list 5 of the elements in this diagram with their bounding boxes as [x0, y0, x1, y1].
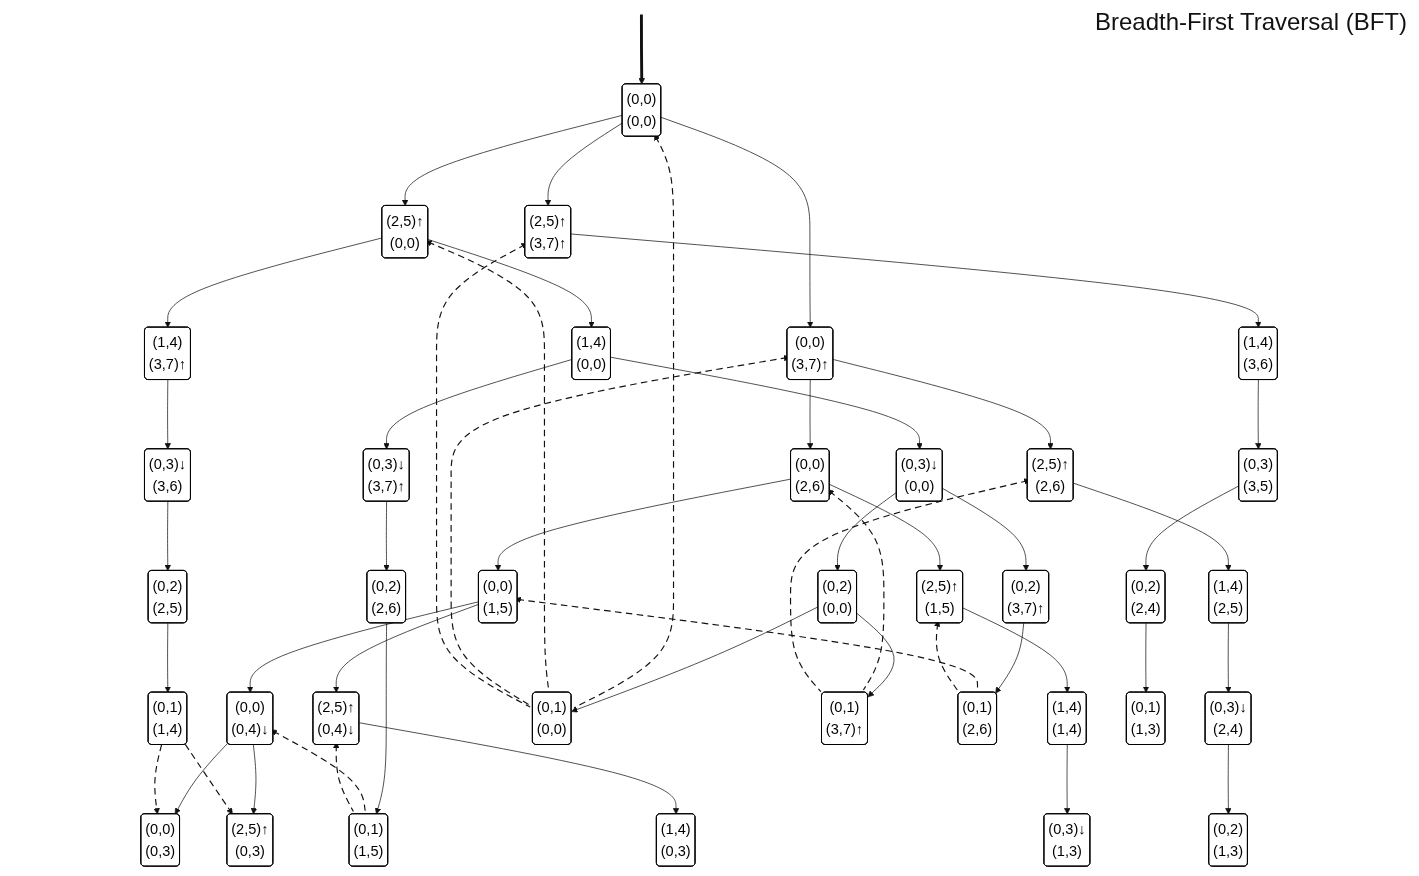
arrow	[638, 14, 646, 85]
arrow	[153, 744, 163, 815]
diagram-title: Breadth-First Traversal (BFT)	[1094, 8, 1407, 36]
arrow	[436, 243, 532, 708]
arrow	[185, 743, 234, 815]
